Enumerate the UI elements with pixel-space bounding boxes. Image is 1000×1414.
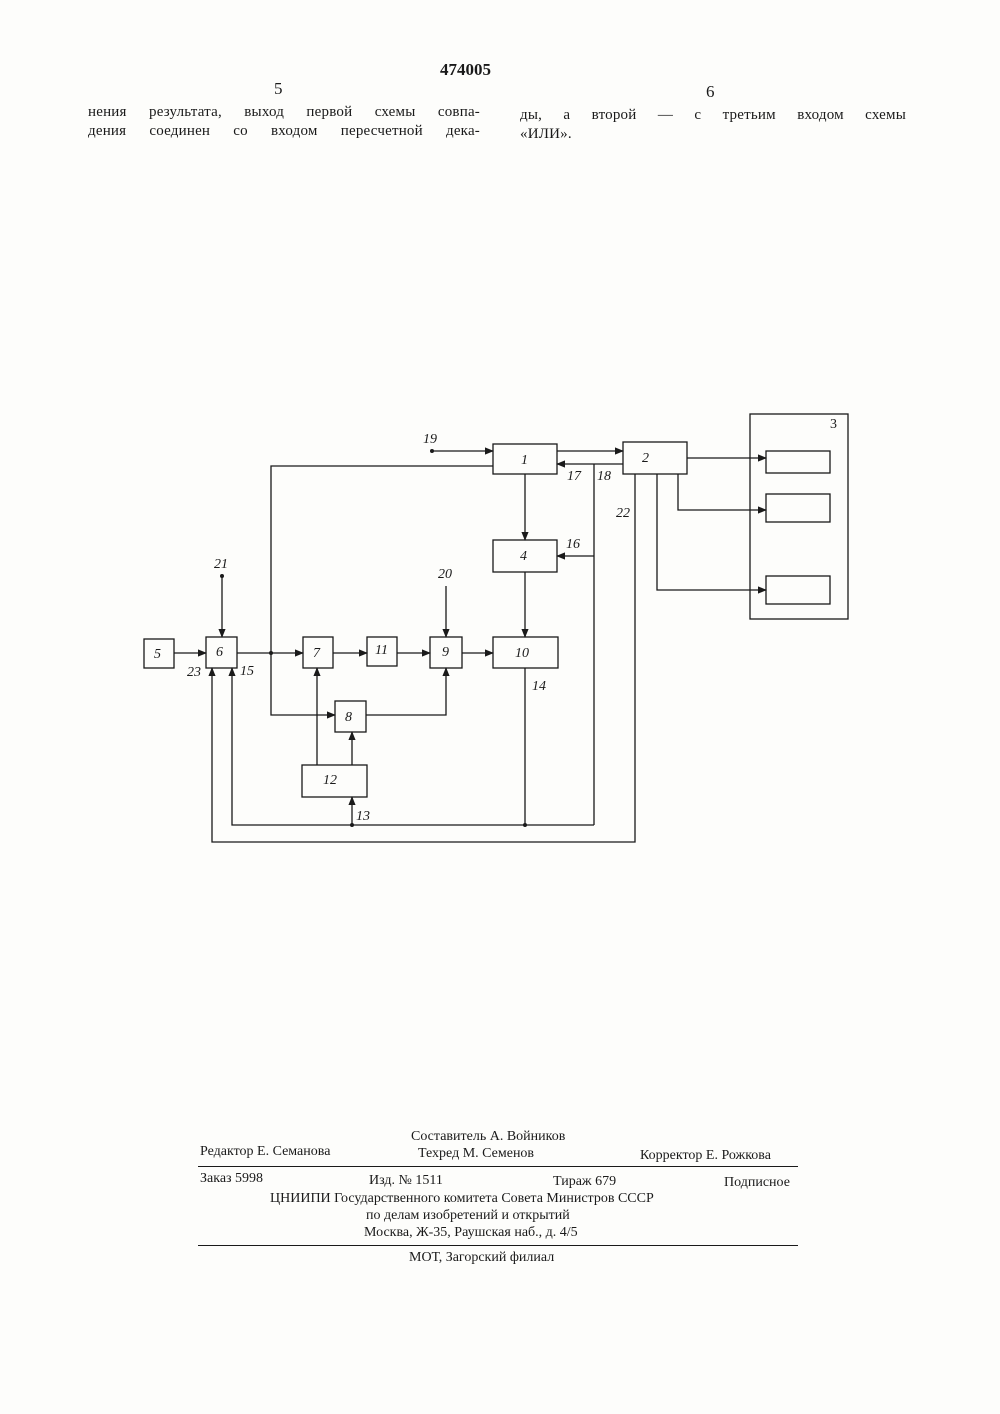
- colophon-corrector: Корректор Е. Рожкова: [640, 1148, 771, 1164]
- block-9-label: 9: [442, 645, 449, 660]
- line-label-18: 18: [597, 469, 611, 484]
- colophon-rule-bottom: [198, 1245, 798, 1246]
- line-label-17: 17: [567, 469, 582, 484]
- block-6-label: 6: [216, 645, 223, 660]
- block-10-label: 10: [515, 646, 529, 661]
- line-label-20: 20: [438, 567, 452, 582]
- block-7-label: 7: [313, 646, 321, 661]
- block-3: [750, 414, 848, 619]
- colophon-circulation: Тираж 679: [553, 1174, 616, 1190]
- line-label-15: 15: [240, 664, 254, 679]
- line-label-23: 23: [187, 665, 201, 680]
- colophon-subscription: Подписное: [724, 1175, 790, 1191]
- block-3-cell-1: [766, 451, 830, 473]
- colophon-edition: Изд. № 1511: [369, 1173, 443, 1189]
- block-11-label: 11: [375, 643, 388, 658]
- block-3-label: 3: [830, 417, 837, 432]
- block-3-cell-2: [766, 494, 830, 522]
- block-3-cell-3: [766, 576, 830, 604]
- colophon-order: Заказ 5998: [200, 1171, 263, 1187]
- block-1-label: 1: [521, 453, 528, 468]
- line-label-21: 21: [214, 557, 228, 572]
- line-label-13: 13: [356, 809, 370, 824]
- colophon-printer: МОТ, Загорский филиал: [409, 1250, 554, 1266]
- block-5-label: 5: [154, 647, 161, 662]
- colophon-org-line-1: ЦНИИПИ Государственного комитета Совета …: [270, 1191, 654, 1207]
- colophon-org-line-2: по делам изобретений и открытий: [366, 1208, 570, 1224]
- line-label-22: 22: [616, 506, 630, 521]
- line-label-14: 14: [532, 679, 546, 694]
- colophon-rule-top: [198, 1166, 798, 1167]
- block-8-label: 8: [345, 710, 352, 725]
- colophon-compiler: Составитель А. Войников: [411, 1129, 565, 1145]
- block-2-label: 2: [642, 451, 649, 466]
- colophon-address: Москва, Ж-35, Раушская наб., д. 4/5: [364, 1225, 578, 1241]
- line-label-16: 16: [566, 537, 580, 552]
- line-label-19: 19: [423, 432, 437, 447]
- block-2: [623, 442, 687, 474]
- colophon-techred: Техред М. Семенов: [418, 1146, 534, 1162]
- block-12-label: 12: [323, 773, 337, 788]
- colophon-editor: Редактор Е. Семанова: [200, 1144, 330, 1160]
- block-4-label: 4: [520, 549, 527, 564]
